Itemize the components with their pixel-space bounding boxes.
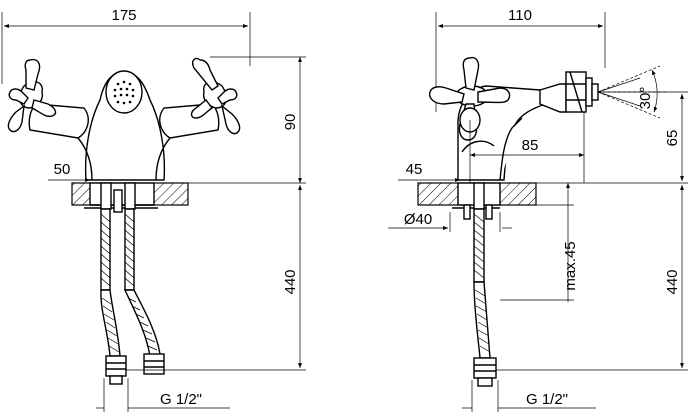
dimension-max-45-label: max.45 [562, 241, 579, 290]
dimension-width-110: 110 [435, 7, 606, 112]
handle-right [190, 57, 241, 135]
handle-side [428, 56, 511, 141]
dimension-height-90-label: 90 [282, 114, 299, 131]
dimension-angle-label: 30° [637, 87, 654, 110]
dimension-max-45: max.45 [500, 183, 579, 302]
spray-nozzle [539, 71, 599, 113]
dimension-spout-50-label: 50 [54, 161, 71, 178]
dimension-diameter-40: Ø40 [388, 211, 512, 232]
dimension-hose-440-side-label: 440 [664, 269, 681, 294]
front-view: 175 90 [1, 7, 306, 412]
dimension-offset-45: 45 [398, 120, 471, 190]
flex-hose-side [473, 208, 491, 359]
dimension-reach-85: 85 [470, 112, 585, 183]
flex-hoses-front [100, 208, 161, 357]
dimension-height-90: 90 [210, 56, 306, 183]
countertop-section-side [417, 182, 688, 209]
dimension-height-65: 65 [600, 91, 688, 181]
dimension-thread-front: G 1/2" [96, 378, 230, 412]
dimension-hose-440-side: 440 [496, 185, 688, 371]
hose-nuts-front [105, 353, 165, 385]
dimension-hose-440-front-label: 440 [282, 269, 299, 294]
dimension-reach-85-label: 85 [522, 137, 539, 154]
side-view: 110 [388, 7, 688, 412]
hose-nut-side [473, 357, 497, 387]
dimension-thread-side-label: G 1/2" [526, 391, 568, 408]
dimension-spout-50: 50 [48, 161, 90, 182]
handle-left [7, 58, 57, 133]
dimension-width-175: 175 [1, 7, 251, 84]
dimension-width-110-label: 110 [508, 7, 532, 24]
dimension-offset-45-label: 45 [406, 161, 423, 178]
dimension-height-65-label: 65 [664, 130, 681, 147]
dimension-thread-front-label: G 1/2" [160, 391, 202, 408]
dimension-diameter-40-label: Ø40 [404, 211, 432, 228]
spray-head-grid [113, 80, 135, 105]
dimension-width-175-label: 175 [111, 7, 136, 24]
tailpieces-side [463, 182, 493, 220]
dimension-thread-side: G 1/2" [462, 380, 596, 412]
dimension-hose-440-front: 440 [126, 185, 306, 371]
